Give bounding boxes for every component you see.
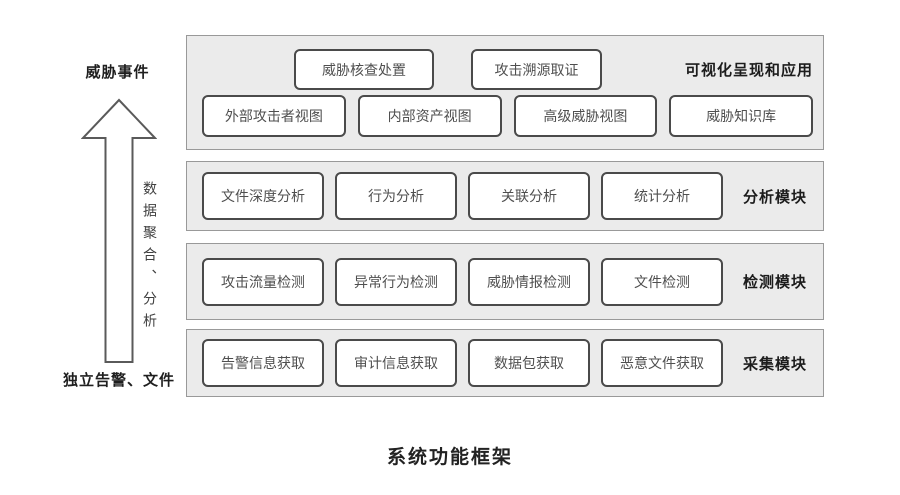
layer-label-detection: 检测模块 bbox=[742, 274, 807, 291]
layer-label-analysis: 分析模块 bbox=[742, 188, 807, 206]
layer-visualization: 威胁核查处置 攻击溯源取证 可视化呈现和应用 外部攻击者视图 内部资产视图 高级… bbox=[186, 35, 824, 150]
box-internal-asset-view: 内部资产视图 bbox=[357, 95, 502, 137]
box-threat-check-disposal: 威胁核查处置 bbox=[294, 49, 434, 90]
layer-label-collection: 采集模块 bbox=[742, 355, 807, 373]
collection-row: 告警信息获取 审计信息获取 数据包获取 恶意文件获取 采集模块 bbox=[187, 330, 823, 396]
layer-label-visualization: 可视化呈现和应用 bbox=[684, 62, 813, 79]
layer-collection: 告警信息获取 审计信息获取 数据包获取 恶意文件获取 采集模块 bbox=[186, 329, 824, 397]
analysis-row: 文件深度分析 行为分析 关联分析 统计分析 分析模块 bbox=[187, 162, 823, 230]
box-alert-info-acquisition: 告警信息获取 bbox=[202, 339, 324, 387]
box-statistical-analysis: 统计分析 bbox=[601, 172, 723, 220]
up-arrow-icon bbox=[81, 98, 157, 364]
box-threat-intel-detection: 威胁情报检测 bbox=[468, 257, 590, 306]
visualization-row-2: 外部攻击者视图 内部资产视图 高级威胁视图 威胁知识库 bbox=[187, 95, 823, 137]
box-attack-trace-forensics: 攻击溯源取证 bbox=[471, 49, 602, 90]
box-correlation-analysis: 关联分析 bbox=[468, 172, 590, 220]
layer-analysis: 文件深度分析 行为分析 关联分析 统计分析 分析模块 bbox=[186, 161, 824, 231]
box-threat-knowledge-base: 威胁知识库 bbox=[669, 95, 813, 137]
box-packet-acquisition: 数据包获取 bbox=[468, 339, 590, 387]
box-advanced-threat-view: 高级威胁视图 bbox=[513, 95, 658, 137]
box-abnormal-behavior-detection: 异常行为检测 bbox=[335, 257, 457, 306]
visualization-row-1: 威胁核查处置 攻击溯源取证 可视化呈现和应用 bbox=[187, 49, 823, 90]
box-audit-info-acquisition: 审计信息获取 bbox=[335, 339, 457, 387]
box-file-detection: 文件检测 bbox=[601, 257, 723, 306]
independent-alert-file-label: 独立告警、文件 bbox=[62, 372, 175, 389]
box-malicious-file-acquisition: 恶意文件获取 bbox=[601, 339, 723, 387]
detection-row: 攻击流量检测 异常行为检测 威胁情报检测 文件检测 检测模块 bbox=[187, 244, 823, 319]
layer-detection: 攻击流量检测 异常行为检测 威胁情报检测 文件检测 检测模块 bbox=[186, 243, 824, 320]
threat-event-label: 威胁事件 bbox=[85, 64, 150, 81]
box-attack-traffic-detection: 攻击流量检测 bbox=[202, 257, 324, 306]
diagram-title: 系统功能框架 bbox=[386, 447, 513, 468]
box-external-attacker-view: 外部攻击者视图 bbox=[202, 95, 346, 137]
arrow-caption: 数据聚合、分析 bbox=[142, 181, 158, 335]
box-behavior-analysis: 行为分析 bbox=[335, 172, 457, 220]
box-file-deep-analysis: 文件深度分析 bbox=[202, 172, 324, 220]
